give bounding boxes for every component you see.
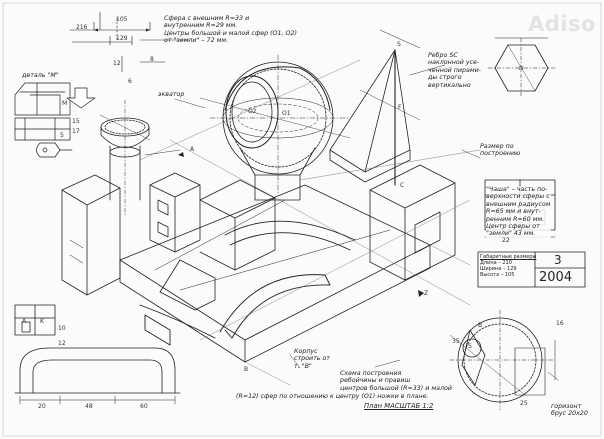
detail-m	[14, 82, 96, 158]
note-sphere-bottom: (R=12) сфер по отношению к центру (О1) н…	[236, 393, 429, 400]
note-body: Корпус строить от т. "В"	[294, 348, 330, 370]
label-z: Z	[424, 290, 429, 297]
dim-12: 12	[113, 60, 121, 67]
dim-15: 15	[72, 118, 80, 125]
title-block-frame	[477, 251, 586, 288]
dim-35: 35	[452, 338, 460, 345]
label-f: F	[398, 104, 402, 111]
truncated-pyramid	[329, 29, 421, 186]
dim-20: 20	[38, 403, 46, 410]
arrows	[94, 28, 424, 297]
label-b2: B	[478, 322, 483, 329]
label-a2: A	[22, 318, 27, 325]
plan-circle	[449, 309, 556, 411]
note-equator: экватор	[158, 91, 185, 98]
note-sphere: Сфера с внешним R=33 и внутренним R=29 м…	[164, 15, 297, 45]
title-block-year: 2004	[539, 270, 573, 285]
dim-48: 48	[85, 403, 93, 410]
label-k: K	[40, 318, 44, 325]
dim-25: 25	[520, 400, 528, 407]
note-size: Размер по построению	[480, 143, 521, 158]
sphere-assembly	[199, 54, 351, 201]
title-block-number: 3	[554, 253, 562, 267]
label-a: A	[190, 146, 195, 153]
label-o2: O2	[248, 108, 257, 115]
note-scheme: Схема построения ребойчины и правиш цент…	[340, 370, 452, 392]
label-b: B	[244, 366, 249, 373]
dim-22: 22	[502, 237, 510, 244]
note-cup: "Чаша" – часть по- верхности сферы с вне…	[486, 186, 551, 238]
bottom-left-arch	[14, 347, 181, 405]
cup-cylinder	[99, 99, 151, 216]
dim-12b: 12	[58, 340, 66, 347]
label-s: S	[397, 41, 401, 48]
dim-6: 6	[128, 78, 132, 85]
leader-lines	[139, 39, 559, 381]
label-o1: O1	[282, 110, 291, 117]
note-horizon: горизонт брус 20х20	[551, 403, 588, 418]
note-edge-sc: Ребро SC наклонной усе- ченной пирами- д…	[428, 52, 481, 89]
left-block	[61, 174, 121, 296]
label-s2: S	[468, 343, 472, 350]
construction-lines	[139, 59, 481, 386]
dim-16: 16	[556, 320, 564, 327]
label-c: C	[400, 182, 405, 189]
note-detail-m: деталь "М"	[22, 72, 59, 79]
dim-10: 10	[58, 325, 66, 332]
title-block-table: Габаритные размеры Длина – 210 Ширина – …	[480, 254, 537, 278]
dim-105: 105	[116, 16, 128, 23]
dim-8: 8	[150, 56, 154, 63]
label-m: M	[62, 100, 68, 107]
watermark-text: Adiso	[528, 12, 596, 36]
base-arcs	[139, 220, 356, 346]
footer-scale: План МАСШТАБ 1:2	[364, 402, 434, 410]
bottom-left-parts	[14, 304, 56, 336]
dim-5: 5	[60, 132, 64, 139]
dim-60: 60	[140, 403, 148, 410]
dim-216: 216	[76, 24, 88, 31]
right-block	[369, 164, 456, 281]
dim-129: 129	[116, 35, 128, 42]
stepped-blocks	[149, 172, 276, 311]
dim-17: 17	[72, 128, 80, 135]
hexagon-view	[487, 37, 556, 99]
top-dimensions	[69, 11, 166, 73]
